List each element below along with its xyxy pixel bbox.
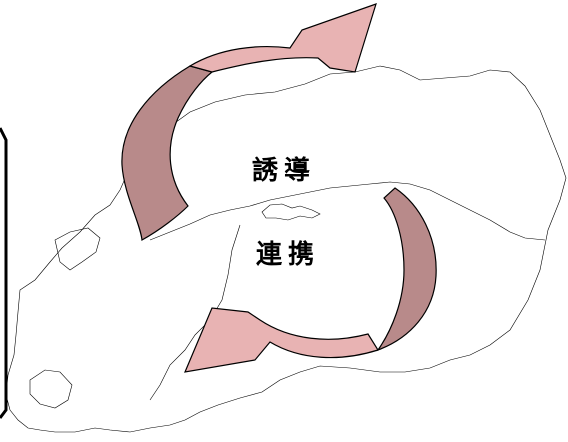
lower-arrow [184, 187, 437, 373]
lower-arrow-head [184, 307, 379, 373]
upper-arrow-head [188, 3, 377, 73]
map-western-coast [149, 224, 241, 401]
lower-arrow-tail [376, 187, 437, 352]
map-outline [5, 65, 567, 433]
panel-bracket [0, 127, 8, 419]
map-southwest [29, 369, 73, 409]
label-cooperation: 連携 [256, 240, 321, 270]
map-peninsula [54, 227, 101, 271]
upper-arrow-tail [121, 65, 214, 241]
label-guidance: 誘導 [252, 156, 317, 186]
map-inner-coast [149, 181, 546, 241]
upper-arrow [121, 3, 377, 241]
map-coastline [5, 65, 567, 433]
map-islands [261, 203, 321, 221]
